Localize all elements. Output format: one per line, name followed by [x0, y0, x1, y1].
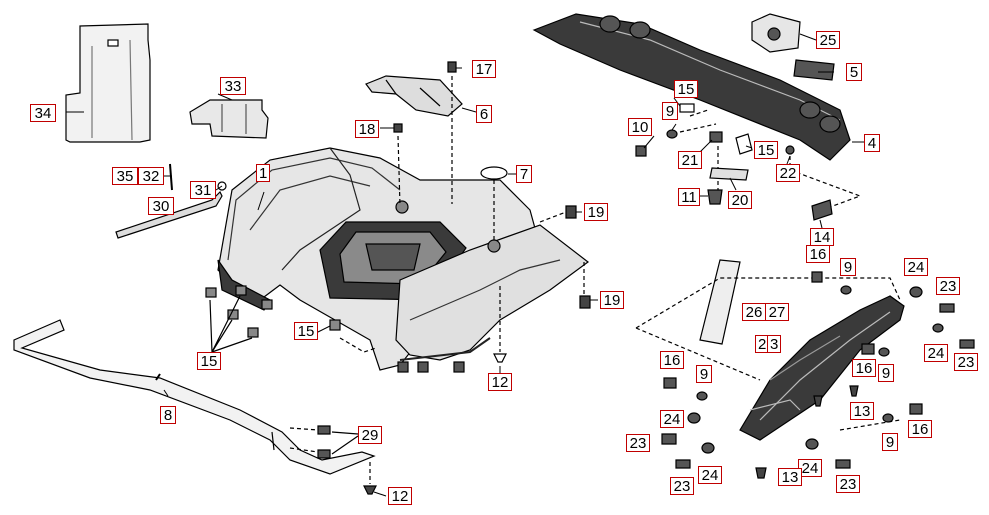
- side-panel-3: [739, 295, 905, 441]
- callout-16-d: 16: [908, 420, 932, 438]
- callout-32: 32: [138, 167, 164, 185]
- callout-9-e: 9: [882, 433, 898, 451]
- callout-5: 5: [846, 63, 862, 81]
- callout-8: 8: [160, 406, 176, 424]
- callout-29: 29: [358, 426, 382, 444]
- callout-20: 20: [728, 191, 752, 209]
- callout-4: 4: [864, 134, 880, 152]
- callout-15-center: 15: [294, 322, 318, 340]
- callout-17: 17: [472, 60, 496, 78]
- callout-24-a: 24: [904, 258, 928, 276]
- callout-11: 11: [678, 188, 700, 206]
- callout-23-d: 23: [670, 477, 694, 495]
- callout-9-d: 9: [696, 365, 712, 383]
- callout-16-c: 16: [660, 351, 684, 369]
- brace-8: [13, 319, 376, 475]
- callout-24-b: 24: [924, 344, 948, 362]
- callout-14: 14: [810, 228, 834, 246]
- callout-15-left: 15: [197, 352, 221, 370]
- rod-30: [115, 190, 223, 239]
- callout-15-top: 15: [674, 80, 698, 98]
- callout-34: 34: [30, 104, 56, 122]
- rear-fender-body: [217, 147, 589, 373]
- callout-24-e: 24: [798, 459, 822, 477]
- callout-19-lower: 19: [600, 291, 624, 309]
- callout-23-e: 23: [836, 475, 860, 493]
- callout-31: 31: [190, 181, 216, 199]
- bracket-6: [365, 75, 463, 117]
- callout-10: 10: [628, 118, 652, 136]
- callout-19-upper: 19: [584, 203, 608, 221]
- callout-12-center: 12: [488, 373, 512, 391]
- callout-9-b: 9: [840, 258, 856, 276]
- callout-16-b: 16: [852, 359, 876, 377]
- callout-16-a: 16: [806, 245, 830, 263]
- callout-24-d: 24: [698, 466, 722, 484]
- callout-23-b: 23: [954, 353, 978, 371]
- callout-30: 30: [148, 197, 174, 215]
- callout-25: 25: [816, 31, 840, 49]
- bracket-33: [189, 99, 269, 139]
- callout-27: 27: [765, 303, 789, 321]
- callout-15-right: 15: [754, 141, 778, 159]
- callout-23-a: 23: [936, 277, 960, 295]
- callout-9-top: 9: [662, 102, 678, 120]
- callout-24-c: 24: [660, 410, 684, 428]
- callout-26: 26: [742, 303, 766, 321]
- callout-12-bottom: 12: [388, 487, 412, 505]
- callout-7: 7: [516, 165, 532, 183]
- callout-21: 21: [678, 151, 702, 169]
- callout-1: 1: [256, 164, 270, 182]
- callout-18: 18: [355, 120, 379, 138]
- liner-panel: [65, 23, 151, 143]
- callout-9-c: 9: [878, 364, 894, 382]
- callout-35: 35: [112, 167, 138, 185]
- callout-6: 6: [476, 105, 492, 123]
- callout-23-c: 23: [626, 434, 650, 452]
- callout-3: 3: [767, 335, 781, 353]
- callout-22: 22: [776, 164, 800, 182]
- callout-33: 33: [220, 77, 246, 95]
- callout-13-a: 13: [850, 402, 874, 420]
- callout-13-b: 13: [778, 468, 802, 486]
